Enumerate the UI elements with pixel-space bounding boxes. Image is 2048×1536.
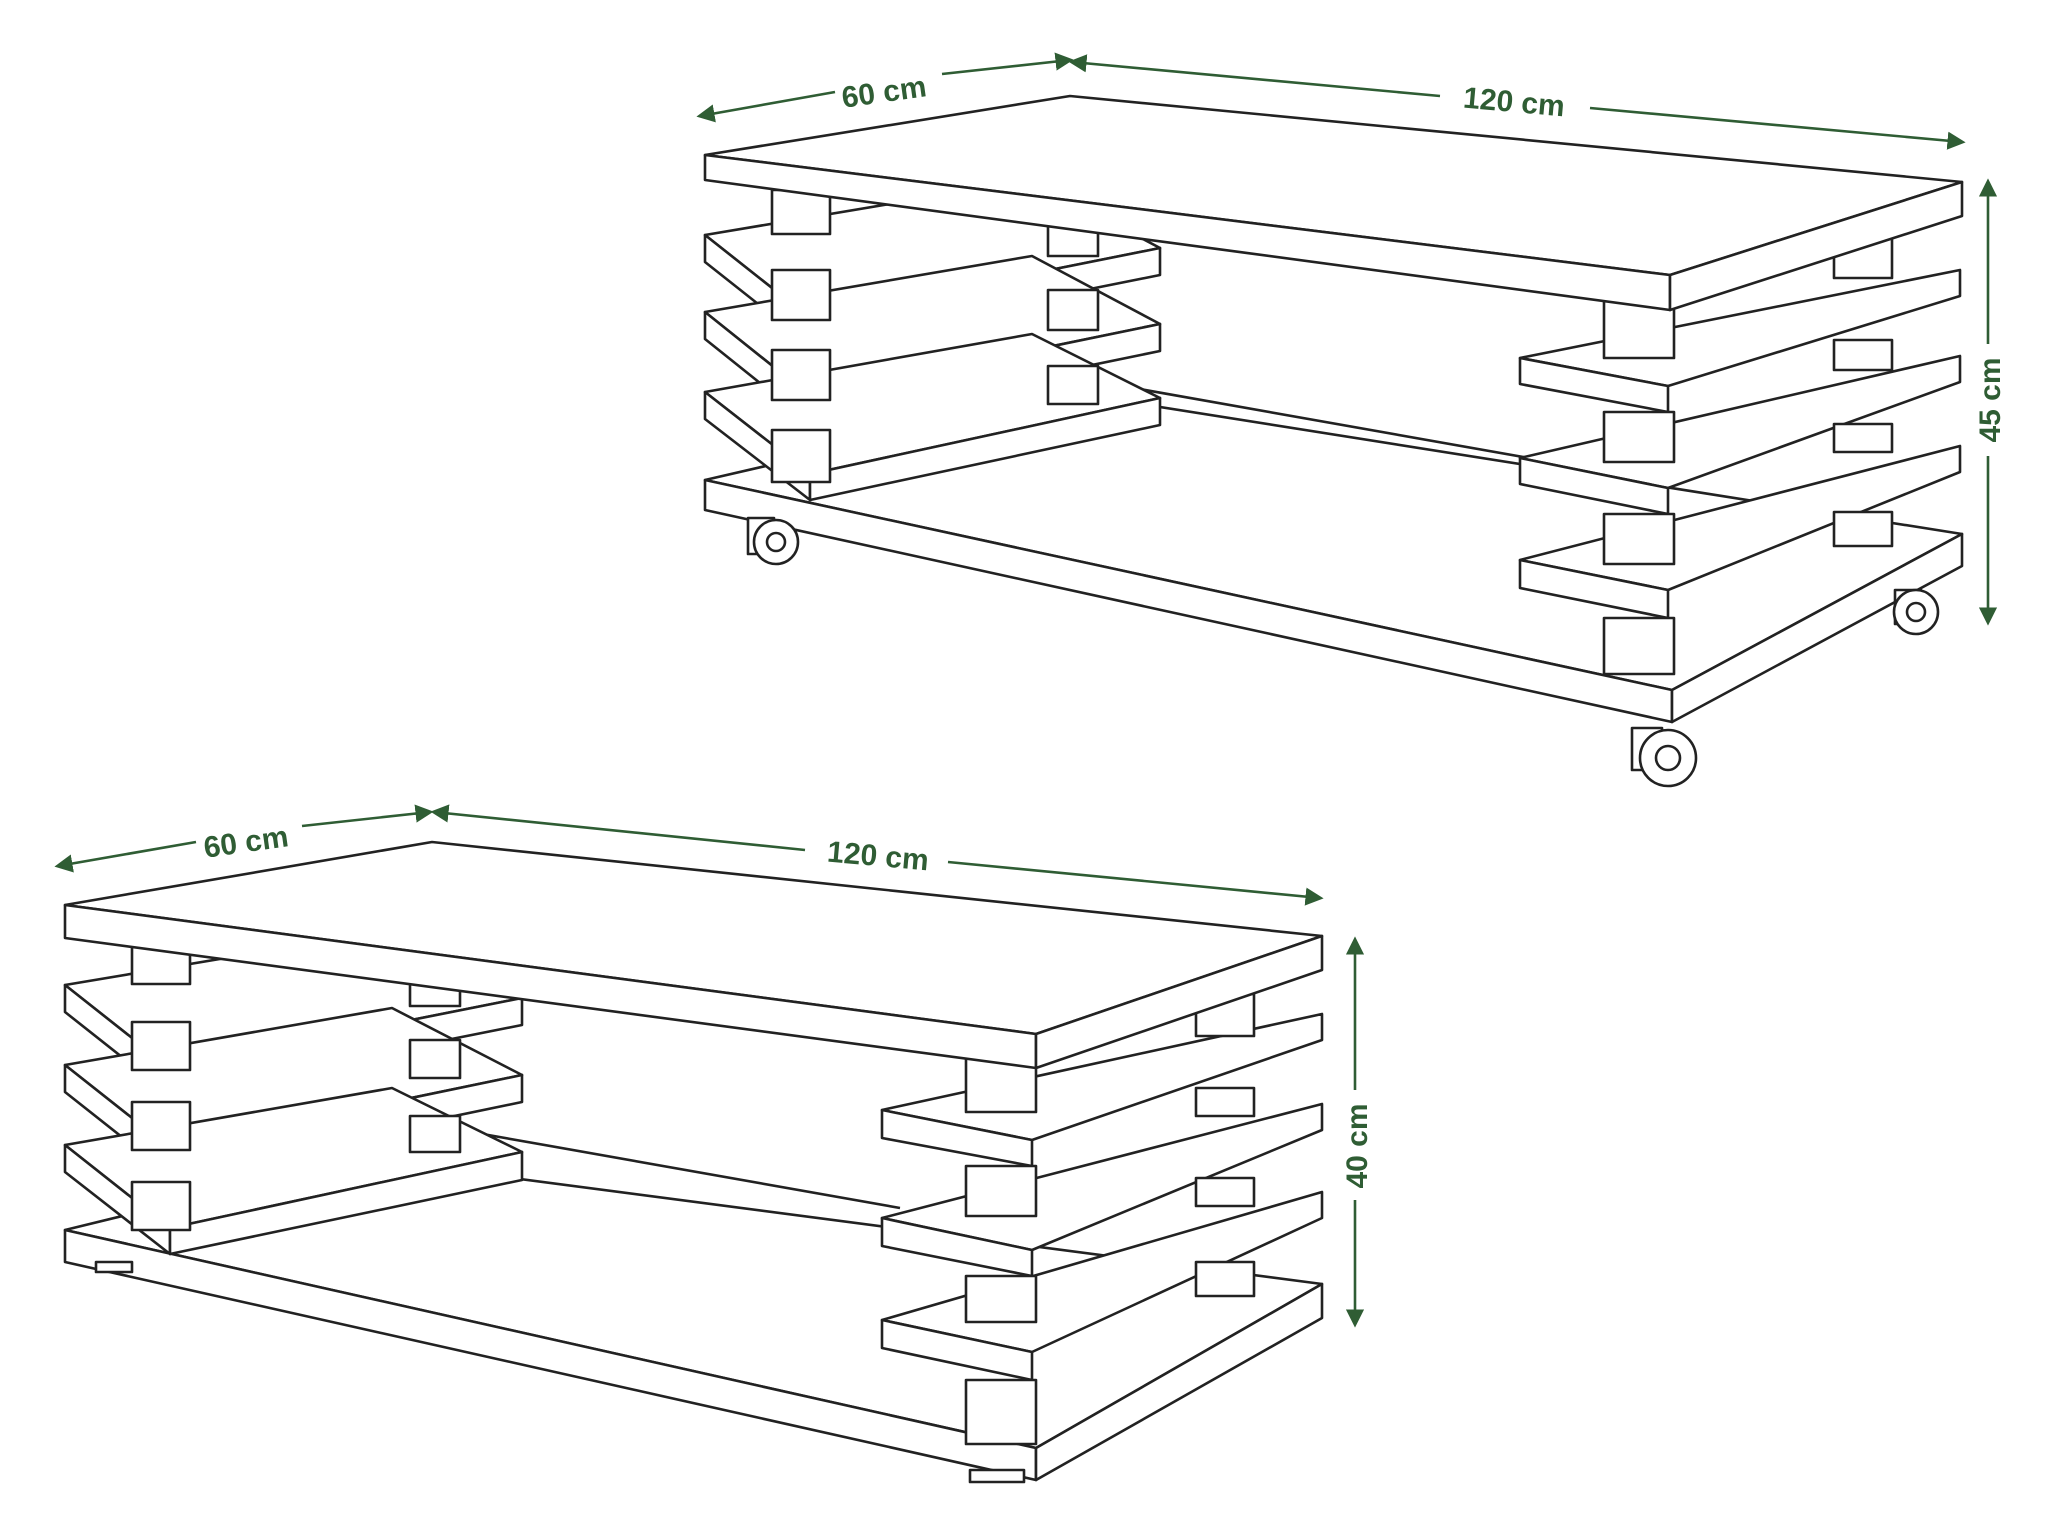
left-posts	[770, 188, 1100, 484]
tabletop	[63, 840, 1324, 1070]
foot-pad	[94, 1260, 134, 1274]
height-label: 40 cm	[1341, 1103, 1374, 1188]
caster-wheel	[746, 516, 800, 566]
dimension-height: 40 cm	[1341, 936, 1374, 1328]
caster-wheel	[1630, 726, 1698, 788]
table-without-casters: 60 cm 120 cm 40 cm	[54, 804, 1374, 1484]
width-label: 120 cm	[826, 836, 930, 878]
depth-label: 60 cm	[202, 820, 291, 865]
foot-pad	[968, 1468, 1026, 1484]
right-posts	[1602, 234, 1894, 676]
base-slab	[703, 392, 1964, 724]
dimension-height: 45 cm	[1974, 178, 2007, 626]
height-label: 45 cm	[1974, 357, 2007, 442]
width-label: 120 cm	[1462, 82, 1566, 124]
caster-wheel	[1892, 588, 1940, 636]
depth-label: 60 cm	[840, 70, 929, 115]
table-with-casters: 60 cm 120 cm 45 cm	[696, 52, 2007, 788]
tabletop	[703, 94, 1964, 312]
